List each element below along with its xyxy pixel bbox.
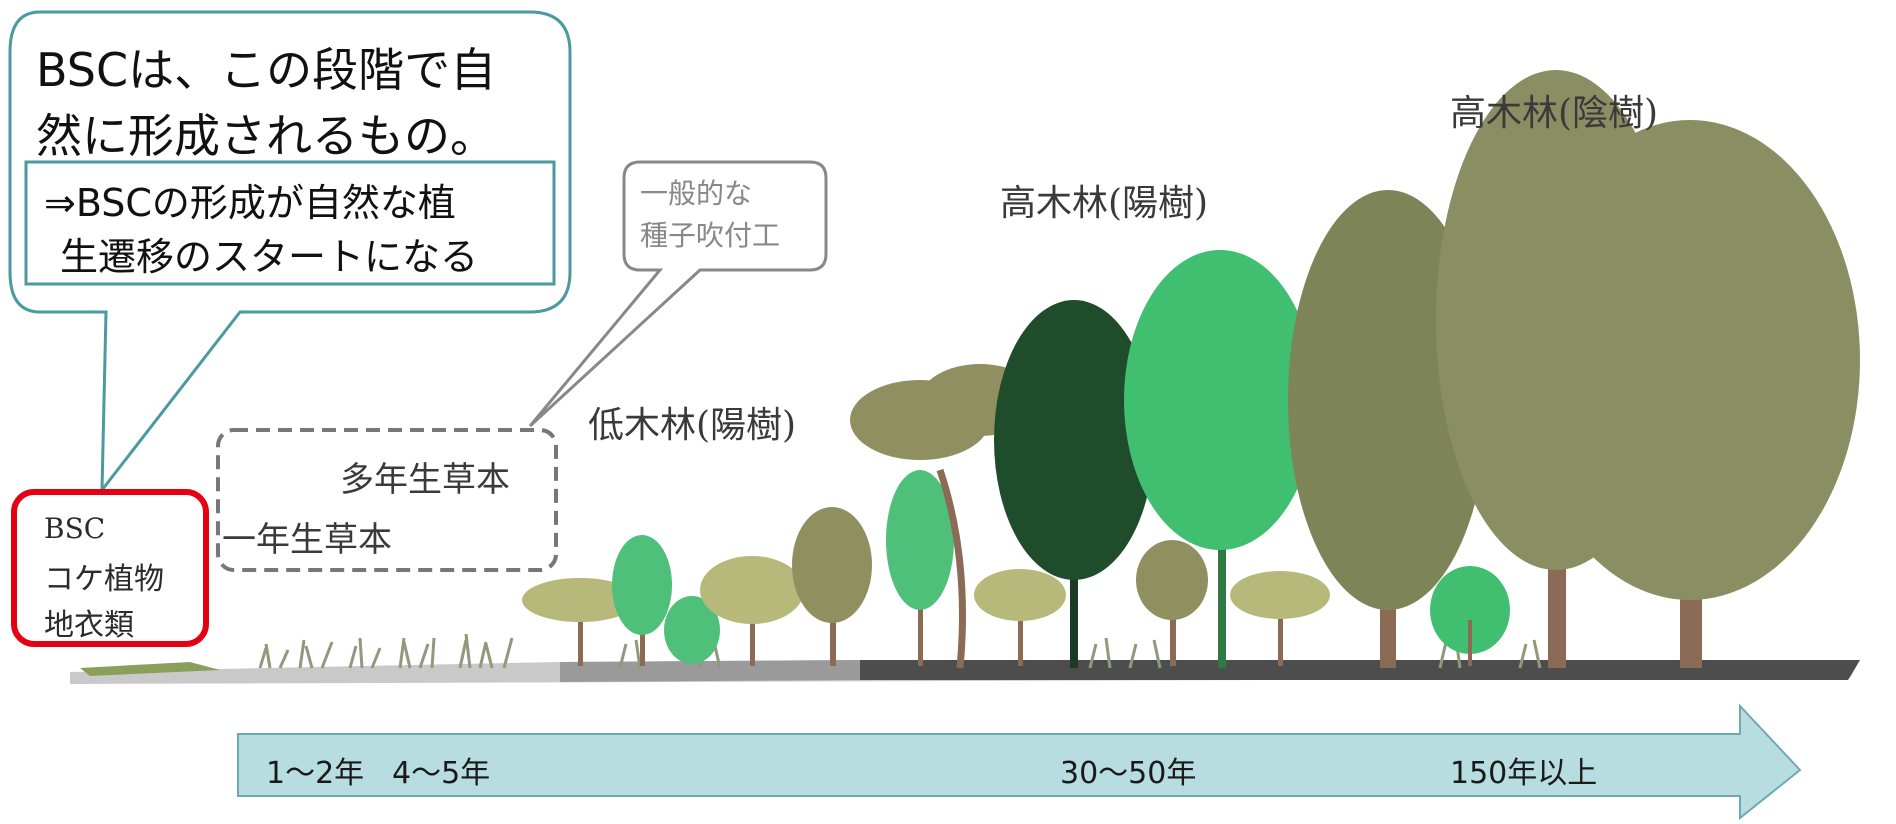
bsc-label-line2: コケ植物	[44, 562, 164, 597]
time-label-4: 150年以上	[1450, 756, 1598, 791]
shade-tree-stage	[1288, 70, 1860, 668]
seed-spray-callout	[528, 160, 828, 428]
time-label-2: 4～5年	[392, 756, 491, 791]
callout-sub-line2: 生遷移のスタートになる	[60, 235, 479, 279]
callout-main-line1: BSCは、この段階で自	[36, 43, 497, 97]
callout-main-line2: 然に形成されるもの。	[36, 109, 496, 163]
bsc-label-line1: BSC	[44, 512, 106, 545]
main-callout-bubble	[8, 10, 572, 495]
stage-tall-sun-label: 高木林(陽樹)	[1000, 183, 1209, 224]
timeline-arrow	[237, 703, 1802, 821]
herb-dashed-box	[216, 428, 558, 572]
seed-spray-line2: 種子吹付工	[640, 219, 781, 252]
ground	[70, 660, 1860, 684]
bsc-label-line3: 地衣類	[44, 608, 134, 643]
sun-tree-stage	[850, 250, 1330, 669]
stage-tall-shade-label: 高木林(陰樹)	[1450, 93, 1659, 134]
time-label-1: 1～2年	[266, 756, 365, 791]
time-label-3: 30～50年	[1060, 756, 1197, 791]
stage-shrub-sun-label: 低木林(陽樹)	[588, 405, 797, 446]
grass-cluster	[258, 633, 1542, 669]
callout-sub-line1: ⇒BSCの形成が自然な植	[44, 181, 456, 225]
perennial-herb-label: 多年生草本	[340, 460, 510, 500]
seed-spray-line1: 一般的な	[640, 177, 753, 210]
shrub-plants	[522, 470, 954, 666]
bsc-red-box	[11, 489, 209, 647]
annual-herb-label: 一年生草本	[222, 520, 392, 560]
